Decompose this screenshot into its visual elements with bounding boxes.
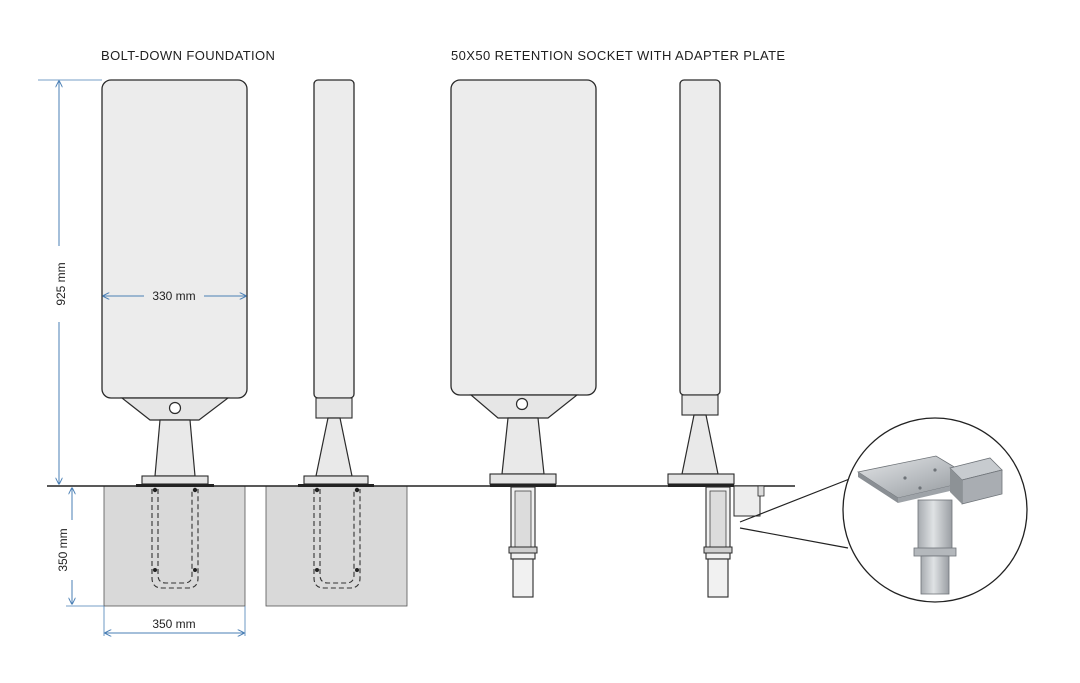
adapter-plate-edge-side [668, 484, 734, 487]
dimension-width: 330 mm [103, 289, 246, 303]
dim-label-height: 925 mm [54, 262, 68, 305]
bolt-nut [192, 487, 198, 493]
sign-panel-side [679, 79, 721, 396]
sign-panel [450, 79, 597, 396]
sign-bolt-down-side [298, 79, 374, 589]
sign-panel-side [313, 79, 355, 399]
bracket-hole [168, 401, 182, 415]
base-flange-side [298, 484, 374, 487]
bolt-nut [193, 568, 197, 572]
sign-post [501, 417, 545, 475]
sign-bracket-side [315, 397, 353, 419]
adapter-clip [757, 485, 765, 497]
plate-bolt-photo [918, 486, 922, 490]
bracket-hole [515, 397, 529, 411]
foundation-block-front [103, 485, 246, 607]
foundation-block-side [265, 485, 408, 607]
socket-tube-side [707, 558, 729, 598]
sign-bracket-side [681, 394, 719, 416]
sign-retention-side [667, 79, 765, 598]
bolt-nut [153, 568, 157, 572]
socket-collar-photo [913, 547, 957, 557]
dimension-height: 925 mm [38, 79, 102, 484]
callout-leader-lines [739, 477, 853, 549]
socket-insert-side [709, 490, 727, 548]
socket-body-photo [917, 499, 953, 551]
base-flange [136, 484, 214, 487]
title-bolt-down-foundation: BOLT-DOWN FOUNDATION [101, 48, 275, 63]
socket-photo-illustration [856, 455, 1003, 595]
socket-tube [512, 558, 534, 598]
sign-bolt-down-front [101, 79, 248, 589]
bolt-nut [315, 568, 319, 572]
bolt-nut [354, 487, 360, 493]
bolt-nut [314, 487, 320, 493]
dimension-depth: 350 mm [56, 488, 104, 607]
dimension-foundation-width: 350 mm [103, 606, 246, 636]
plate-bolt-photo [933, 468, 937, 472]
adapter-plate [489, 473, 557, 485]
sign-post [154, 419, 196, 477]
anchor-bolt-u-side-inner [319, 489, 355, 584]
plate-bolt-photo [903, 476, 907, 480]
base-plate-side [303, 475, 369, 485]
zoom-callout [739, 417, 1028, 603]
sign-retention-front [450, 79, 597, 598]
base-plate [141, 475, 209, 485]
anchor-bolt-u-inner [157, 489, 193, 584]
plate-edge-photo [858, 472, 898, 503]
bolt-nut [355, 568, 359, 572]
dim-label-depth: 350 mm [56, 528, 70, 571]
adapter-bracket-side [733, 485, 761, 517]
sign-panel [101, 79, 248, 399]
socket-insert [514, 490, 532, 548]
sign-post-side [315, 417, 353, 477]
dim-label-foundation-width: 350 mm [152, 617, 195, 631]
socket-collar [508, 546, 538, 554]
bolt-nut [152, 487, 158, 493]
socket-collar-side [703, 546, 733, 554]
bracket-side-photo [950, 468, 962, 504]
title-retention-socket: 50X50 RETENTION SOCKET WITH ADAPTER PLAT… [451, 48, 786, 63]
dim-label-width: 330 mm [152, 289, 195, 303]
sign-post-side [681, 414, 719, 475]
socket-tube-photo [920, 555, 950, 595]
adapter-plate-side [667, 473, 735, 485]
adapter-plate-edge [490, 484, 556, 487]
